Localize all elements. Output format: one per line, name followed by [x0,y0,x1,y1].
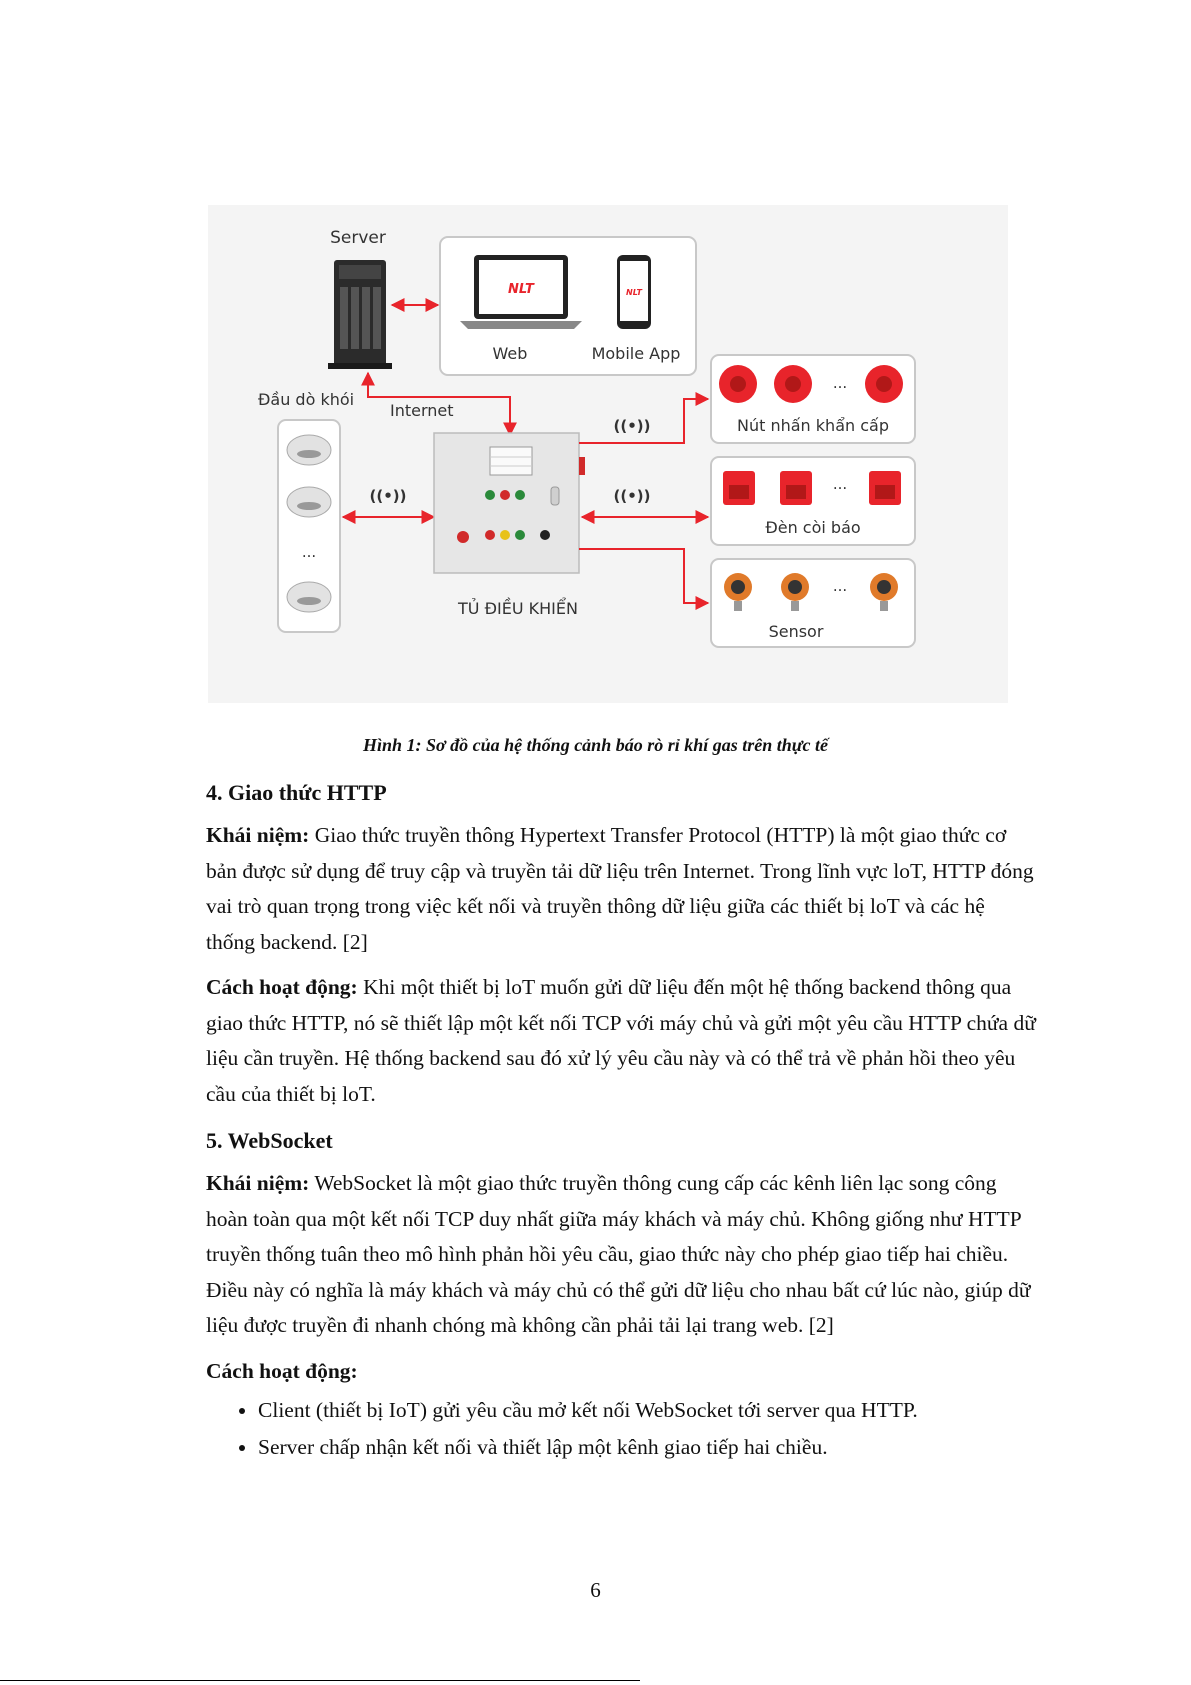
websocket-steps-list: Client (thiết bị IoT) gửi yêu cầu mở kết… [206,1393,1036,1465]
smoke-detector-icon [286,581,332,613]
smoke-ellipsis: ... [302,543,316,561]
control-panel-icon [433,432,585,574]
wireless-top-icon: ((•)) [613,417,650,435]
button-ellipsis: ... [833,374,847,392]
siren-box [710,456,916,546]
siren-label: Đèn còi báo [765,518,860,537]
emergency-button-label: Nút nhấn khẩn cấp [737,416,889,435]
section-heading-websocket: 5. WebSocket [206,1128,333,1153]
websocket-concept-paragraph: Khái niệm: WebSocket là một giao thức tr… [206,1166,1036,1344]
web-label: Web [493,344,528,363]
diagram-svg: Server NLT NLT Web Mobile App Internet Đ… [208,205,1008,703]
emergency-button-icon [865,365,903,403]
laptop-logo: NLT [508,282,535,297]
gas-sensor-icon [870,573,898,611]
server-tower-icon [328,260,392,369]
siren-icon [723,471,755,505]
smoke-detector-icon [286,434,332,466]
phone-icon [617,255,651,329]
sensor-box [710,558,916,648]
page-number: 6 [590,1578,601,1602]
websocket-operation-heading: Cách hoạt động: [206,1354,1036,1390]
footer-rule [0,1680,640,1681]
siren-ellipsis: ... [833,475,847,493]
phone-logo: NLT [626,288,642,297]
wireless-left-icon: ((•)) [369,487,406,505]
gas-sensor-icon [781,573,809,611]
mobile-app-label: Mobile App [592,344,681,363]
http-operation-paragraph: Cách hoạt động: Khi một thiết bị loT muố… [206,970,1036,1112]
wireless-mid-icon: ((•)) [613,487,650,505]
paragraph-text: WebSocket là một giao thức truyền thông … [206,1171,1031,1337]
sensor-ellipsis: ... [833,577,847,595]
section-heading-http: 4. Giao thức HTTP [206,780,387,805]
list-item: Server chấp nhận kết nối và thiết lập mộ… [258,1430,1036,1466]
figure-caption: Hình 1: Sơ đồ của hệ thống cảnh báo rò r… [362,735,829,755]
gas-sensor-icon [724,573,752,611]
server-label: Server [330,228,386,248]
document-body: 4. Giao thức HTTP Khái niệm: Giao thức t… [206,776,1036,1466]
sensor-label: Sensor [769,622,824,641]
panel-button-arrow [579,392,710,444]
http-concept-paragraph: Khái niệm: Giao thức truyền thông Hypert… [206,818,1036,960]
system-diagram: Server NLT NLT Web Mobile App Internet Đ… [208,205,1008,703]
emergency-button-icon [719,365,757,403]
paragraph-label: Khái niệm: [206,823,310,847]
siren-icon [869,471,901,505]
paragraph-text: Giao thức truyền thông Hypertext Transfe… [206,823,1034,954]
paragraph-label: Cách hoạt động: [206,975,358,999]
internet-arrow [361,371,517,437]
laptop-icon [460,255,582,329]
control-panel-label: TỦ ĐIỀU KHIỂN [457,597,578,618]
smoke-detector-label: Đầu dò khói [258,390,354,409]
paragraph-label: Khái niệm: [206,1171,310,1195]
list-item: Client (thiết bị IoT) gửi yêu cầu mở kết… [258,1393,1036,1429]
paragraph-text: Khi một thiết bị loT muốn gửi dữ liệu đế… [206,975,1036,1106]
emergency-button-icon [774,365,812,403]
paragraph-label: Cách hoạt động: [206,1358,358,1383]
smoke-detector-icon [286,486,332,518]
smoke-detector-box [277,419,341,633]
panel-sensor-arrow [579,548,710,610]
internet-label: Internet [390,401,454,420]
siren-icon [780,471,812,505]
emergency-button-box [710,354,916,444]
